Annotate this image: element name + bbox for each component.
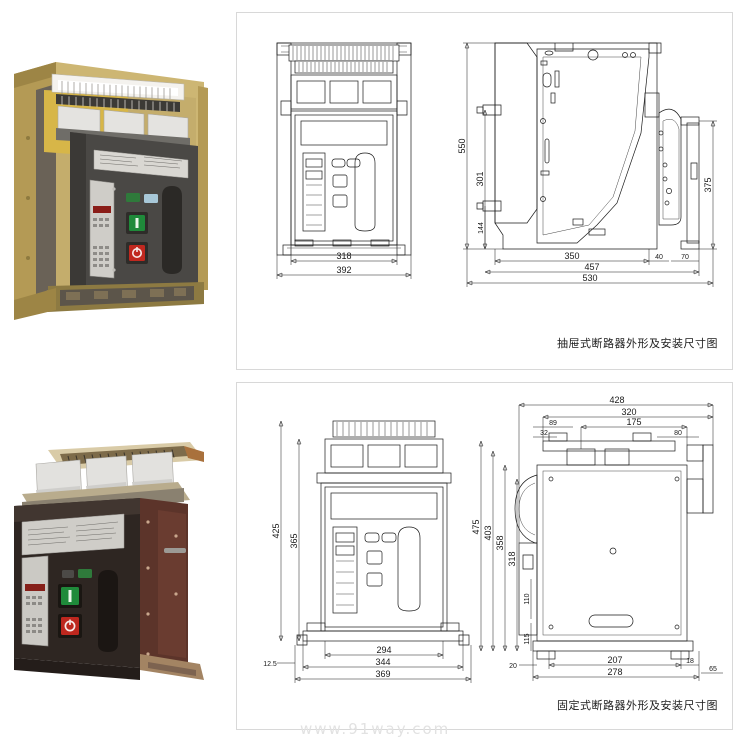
dim-fixed-side-height-d: 110 [524,579,532,619]
dim-fixed-bottom-small-a: 20 [509,663,537,670]
dim-fixed-bottom-small-b: 18 [681,658,699,666]
dim-label-320: 320 [621,407,636,417]
dim-label-144: 144 [478,222,485,234]
dim-fixed-top-width-c: 89 [533,420,573,428]
dim-label-318: 318 [336,251,351,261]
fixed-side-view: 475 403 358 318 [471,395,723,681]
dim-label-207: 207 [607,655,622,665]
dim-fixed-side-height-total: 475 [471,440,484,652]
dim-fixed-front-width-outer: 369 [294,645,472,683]
dim-label-65: 65 [709,666,717,673]
dim-front-inner: 318 [290,251,398,265]
dim-label-344: 344 [375,657,390,667]
dim-fixed-front-height-outer: 425 [271,420,284,642]
dim-label-32: 32 [540,430,548,437]
site-watermark: www.91way.com [300,720,451,738]
dim-label-425: 425 [271,523,281,538]
dim-label-457: 457 [584,262,599,272]
dim-label-550: 550 [457,138,467,153]
dim-fixed-side-height-a: 403 [483,450,496,652]
dim-label-18: 18 [686,658,694,665]
dim-fixed-front-height-inner: 365 [289,438,302,642]
dim-fixed-top-width-b: 175 [580,417,688,449]
dim-label-278: 278 [607,667,622,677]
figure-drawout-caption: 抽屉式断路器外形及安装尺寸图 [557,337,718,350]
fixed-technical-drawing: 425 365 294 [237,383,732,729]
dim-fixed-top-width-e: 80 [657,430,699,438]
dim-label-12-5: 12.5 [263,661,277,668]
dim-fixed-front-width-mid: 344 [302,641,464,671]
dim-side-depth-mid: 457 [484,249,700,276]
figure-drawout-panel: 318 392 [236,12,733,370]
dim-fixed-bottom-small-c: 65 [701,666,723,674]
dim-label-70: 70 [681,254,689,261]
dim-label-350: 350 [564,251,579,261]
dim-label-89: 89 [549,420,557,427]
dim-fixed-front-offset: 12.5 [263,661,295,668]
dim-label-80: 80 [674,430,682,437]
dim-label-375: 375 [703,177,713,192]
dim-side-depth-total: 530 [466,249,714,287]
dim-side-depth-main: 350 [494,249,650,265]
dim-label-403: 403 [483,525,493,540]
dim-label-358: 358 [495,535,505,550]
dim-fixed-front-width-inner: 294 [324,641,444,659]
dim-label-369: 369 [375,669,390,679]
dim-side-height-right: 375 [699,120,717,250]
dim-fixed-top-width-total: 428 [518,395,714,543]
dim-label-294: 294 [376,645,391,655]
dim-side-small-b: 70 [671,254,699,262]
figure-fixed-panel: 425 365 294 [236,382,733,730]
photo-fixed-breaker [8,418,220,700]
dim-fixed-top-width-d: 32 [533,430,557,438]
dim-fixed-side-height-e: 115 [524,623,532,651]
dim-label-20: 20 [509,663,517,670]
dim-label-392: 392 [336,265,351,275]
drawout-front-view: 318 392 [276,42,412,279]
dim-side-height-total: 550 [457,42,503,250]
dim-label-115: 115 [524,633,531,644]
drawout-technical-drawing: 318 392 [237,13,732,369]
dim-label-40: 40 [655,254,663,261]
dim-fixed-bottom-width-b: 278 [532,651,700,681]
dim-label-530: 530 [582,273,597,283]
dim-label-475: 475 [471,519,481,534]
dim-front-outer: 392 [276,255,412,279]
dim-label-428: 428 [609,395,624,405]
drawout-side-view: 550 301 144 [457,42,717,287]
dim-label-175: 175 [626,417,641,427]
dim-label-365: 365 [289,533,299,548]
dim-label-110: 110 [524,593,531,604]
dim-side-height-low: 144 [478,206,486,249]
figure-fixed-caption: 固定式断路器外形及安装尺寸图 [557,699,718,712]
dim-fixed-side-height-c: 318 [507,478,520,652]
dim-label-318b: 318 [507,551,517,566]
dim-label-301: 301 [475,171,485,186]
dim-fixed-bottom-width-a: 207 [548,651,682,669]
fixed-front-view: 425 365 294 [263,420,472,683]
photo-drawout-breaker [8,28,220,326]
dim-side-small-a: 40 [649,254,669,262]
dim-fixed-side-height-b: 358 [495,464,508,652]
